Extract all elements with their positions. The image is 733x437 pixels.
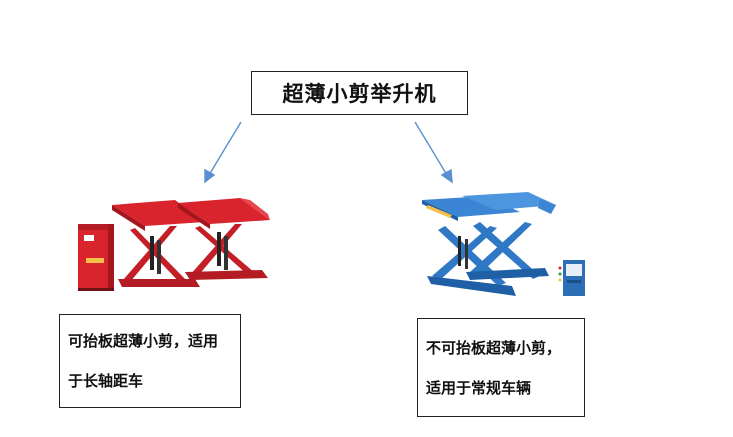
control-box — [558, 260, 585, 296]
left-caption-line-1: 可抬板超薄小剪，适用 — [68, 332, 219, 350]
lift-unit-right — [178, 198, 270, 280]
left-caption-line-2: 于长轴距车 — [68, 372, 144, 390]
platform-right — [462, 192, 556, 280]
right-caption-box: 不可抬板超薄小剪， 适用于常规车辆 — [417, 318, 585, 417]
arrow-left — [204, 121, 242, 184]
right-caption-line-2: 适用于常规车辆 — [426, 379, 532, 397]
control-cabinet — [78, 224, 114, 291]
right-caption-line-1: 不可抬板超薄小剪， — [426, 339, 562, 357]
left-caption-box: 可抬板超薄小剪，适用 于长轴距车 — [59, 314, 241, 408]
diagram-title: 超薄小剪举升机 — [251, 71, 468, 115]
arrow-right — [414, 121, 453, 184]
